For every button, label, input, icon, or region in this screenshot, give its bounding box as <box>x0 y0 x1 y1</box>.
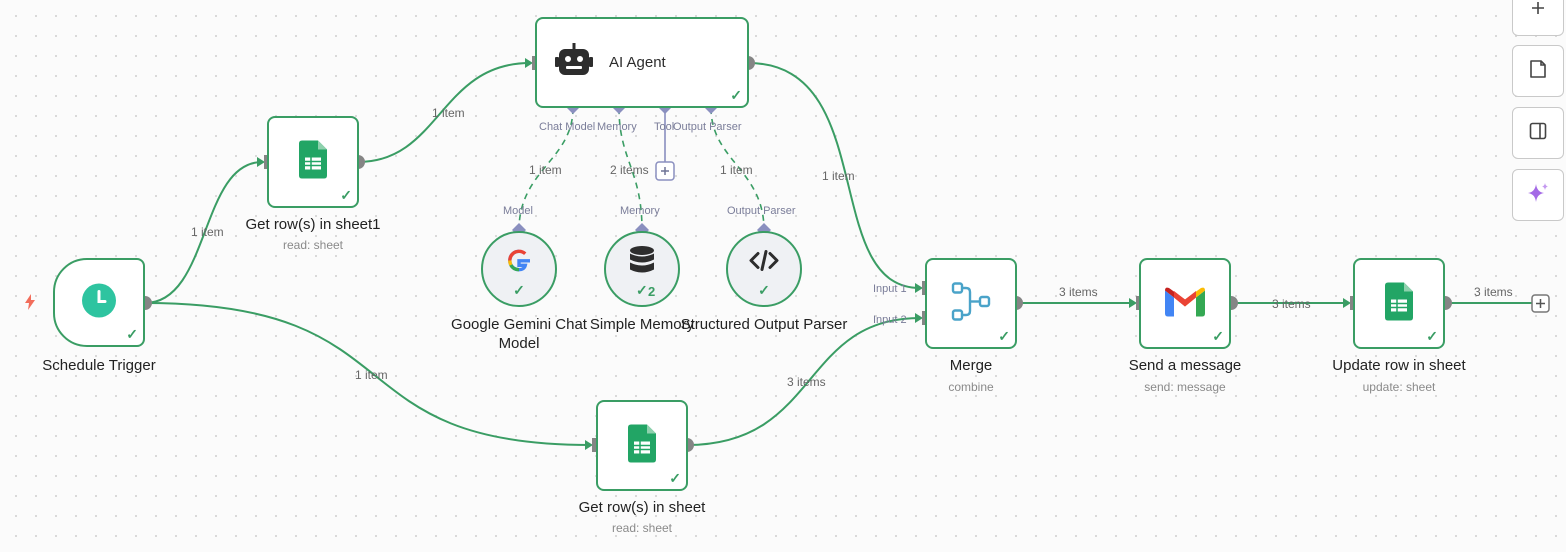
edge-trigger-to-sheet[interactable] <box>144 302 591 446</box>
node-title: Get row(s) in sheet <box>578 499 706 516</box>
node-schedule-trigger[interactable]: ✓ <box>53 258 145 347</box>
node-subtitle: read: sheet <box>611 521 673 535</box>
edge-label: 2 items <box>610 163 649 177</box>
gmail-icon <box>1165 286 1205 321</box>
database-icon <box>629 246 655 281</box>
edge-label: 3 items <box>1272 297 1311 311</box>
robot-icon <box>555 43 593 82</box>
port-label-memory: Memory <box>597 121 637 133</box>
google-sheets-icon <box>628 424 656 467</box>
ai-assistant-button[interactable] <box>1512 169 1564 221</box>
edge-sheet1-to-agent[interactable] <box>357 62 531 163</box>
port-label-input-1: Input 1 <box>873 283 907 295</box>
node-send-message[interactable]: ✓ <box>1139 258 1231 349</box>
success-check-icon: ✓ <box>340 187 352 203</box>
node-simple-memory[interactable]: ✓ 2 <box>604 231 680 307</box>
edge-label: 1 item <box>191 225 224 239</box>
merge-icon <box>951 281 991 326</box>
edge-trigger-to-sheet1[interactable] <box>144 161 263 304</box>
success-check-icon: ✓ <box>1426 328 1438 344</box>
node-google-gemini-chat-model[interactable]: ✓ <box>481 231 557 307</box>
panel-icon <box>1529 122 1547 145</box>
edge-sheet-to-merge[interactable] <box>686 317 921 446</box>
sparkle-icon <box>1526 181 1550 210</box>
node-ai-agent[interactable]: AI Agent ✓ <box>535 17 749 108</box>
port-label-tool: Tool <box>654 121 674 133</box>
success-check-icon: ✓ <box>636 282 648 298</box>
port-label-parser-type: Output Parser <box>727 205 796 217</box>
edge-agent-to-merge[interactable] <box>747 62 921 289</box>
success-check-icon: ✓ <box>998 328 1010 344</box>
edge-label: 3 items <box>1474 285 1513 299</box>
node-title: Get row(s) in sheet1 <box>245 216 381 233</box>
input-handle[interactable] <box>592 438 599 452</box>
toggle-panel-button[interactable] <box>1512 107 1564 159</box>
node-subtitle: update: sheet <box>1362 380 1436 394</box>
node-title: Schedule Trigger <box>42 357 156 374</box>
execution-count: 2 <box>648 284 656 299</box>
add-node-button[interactable] <box>1512 0 1564 36</box>
edge-parser-link[interactable] <box>710 107 765 231</box>
success-check-icon: ✓ <box>1212 328 1224 344</box>
node-subtitle: send: message <box>1144 380 1226 394</box>
success-check-icon: ✓ <box>730 87 742 103</box>
plus-icon <box>1530 0 1546 21</box>
google-icon <box>506 248 532 279</box>
success-check-icon: ✓ <box>669 470 681 486</box>
edge-model-link[interactable] <box>518 107 574 231</box>
port-label-memory-type: Memory <box>620 205 660 217</box>
note-icon <box>1529 59 1547 84</box>
google-sheets-icon <box>299 140 327 184</box>
node-subtitle: combine <box>948 380 994 394</box>
google-sheets-icon <box>1385 282 1413 325</box>
node-title: Merge <box>949 357 993 374</box>
node-update-row[interactable]: ✓ <box>1353 258 1445 349</box>
code-icon <box>749 250 779 277</box>
edge-label: 1 item <box>720 163 753 177</box>
node-title: Send a message <box>1128 357 1242 374</box>
success-check-icon: ✓ <box>758 282 770 298</box>
success-check-icon: ✓ <box>126 326 138 342</box>
sticky-note-button[interactable] <box>1512 45 1564 97</box>
node-subtitle: read: sheet <box>282 238 344 252</box>
edge-label: 1 item <box>822 169 855 183</box>
node-title: Google Gemini Chat Model <box>451 316 587 352</box>
edge-label: 3 items <box>787 375 826 389</box>
node-title: Simple Memory <box>589 316 695 333</box>
edge-memory-link[interactable] <box>618 107 643 231</box>
node-title: AI Agent <box>609 54 666 71</box>
node-structured-output-parser[interactable]: ✓ <box>726 231 802 307</box>
port-label-model: Model <box>503 205 533 217</box>
node-get-rows-sheet1[interactable]: ✓ <box>267 116 359 208</box>
node-title: Structured Output Parser <box>680 316 848 333</box>
clock-icon <box>81 282 117 323</box>
trigger-bolt-icon <box>24 294 36 315</box>
node-get-rows-sheet[interactable]: ✓ <box>596 400 688 491</box>
edge-label: 1 item <box>432 106 465 120</box>
port-label-input-2: Input 2 <box>873 314 907 326</box>
port-label-output-parser: Output Parser <box>673 121 742 133</box>
edge-label: 1 item <box>355 368 388 382</box>
success-check-icon: ✓ <box>513 282 525 298</box>
node-title: Update row in sheet <box>1332 357 1466 374</box>
node-merge[interactable]: ✓ <box>925 258 1017 349</box>
edge-label: 1 item <box>529 163 562 177</box>
port-label-chat-model: Chat Model <box>539 121 595 133</box>
edge-label: 3 items <box>1059 285 1098 299</box>
